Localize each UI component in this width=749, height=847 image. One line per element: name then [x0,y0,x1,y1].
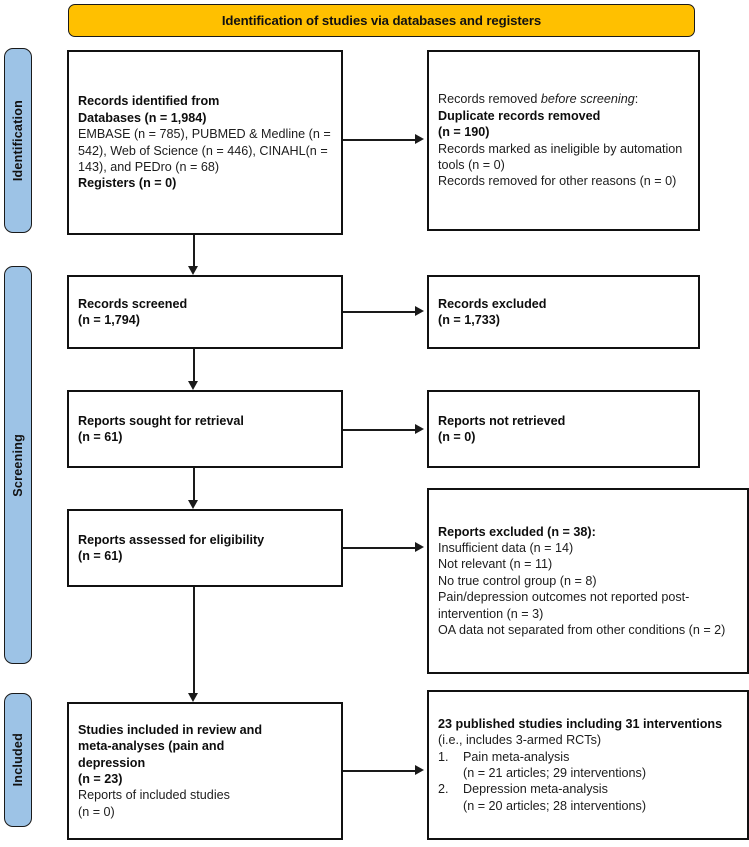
records-identified-detail: EMBASE (n = 785), PUBMED & Medline (n = … [78,127,331,174]
records-excluded-count: (n = 1,733) [438,313,500,327]
list-item-label: Depression meta-analysis [463,782,608,797]
arrowhead-identified-to-screened [188,266,198,275]
box-reports-assessed: Reports assessed for eligibility (n = 61… [67,509,343,587]
records-screened-title: Records screened [78,296,188,311]
diagram-banner: Identification of studies via databases … [68,4,695,37]
studies-included-title-line1: Studies included in review and [78,722,263,737]
reports-sought-count: (n = 61) [78,430,123,444]
box-reports-assessed-content: Reports assessed for eligibility (n = 61… [69,532,341,565]
reports-excluded-reason-1: Insufficient data (n = 14) [438,541,574,556]
records-identified-registers: Registers (n = 0) [78,176,177,191]
records-excluded-title: Records excluded [438,296,547,311]
box-studies-included: Studies included in review and meta-anal… [67,702,343,840]
records-removed-ineligible: Records marked as ineligible by automati… [438,141,683,172]
arrowhead-included-to-published [415,765,424,775]
connector-sought-to-not-retrieved [343,429,417,431]
published-studies-bold-line1: 23 published studies including 31 [438,716,640,731]
reports-not-retrieved-title: Reports not retrieved [438,413,566,428]
box-records-excluded: Records excluded (n = 1,733) [427,275,700,349]
reports-assessed-count: (n = 61) [78,549,123,563]
connector-screened-to-sought [193,349,195,385]
reports-not-retrieved-count: (n = 0) [438,430,476,444]
reports-excluded-reason-4: Pain/depression outcomes not reported po… [438,590,690,621]
reports-excluded-reason-5: OA data not separated from other conditi… [438,622,726,637]
studies-included-title-line2: meta-analyses (pain and [78,739,225,754]
published-studies-headline: 23 published studies including 31 interv… [438,716,738,749]
records-screened-count: (n = 1,794) [78,313,140,327]
reports-excluded-title: Reports excluded (n = 38): [438,524,596,539]
box-published-studies: 23 published studies including 31 interv… [427,690,749,840]
reports-sought-title: Reports sought for retrieval [78,413,244,428]
box-studies-included-content: Studies included in review and meta-anal… [69,722,341,820]
box-reports-sought: Reports sought for retrieval (n = 61) [67,390,343,468]
records-identified-title-line2: Databases (n = 1,984) [78,110,207,125]
box-reports-sought-content: Reports sought for retrieval (n = 61) [69,413,341,446]
list-item-label: Pain meta-analysis [463,749,570,764]
studies-included-reports-line: Reports of included studies [78,788,230,803]
box-reports-excluded: Reports excluded (n = 38): Insufficient … [427,488,749,674]
arrowhead-sought-to-not-retrieved [415,424,424,434]
box-reports-excluded-content: Reports excluded (n = 38): Insufficient … [429,524,747,639]
arrowhead-sought-to-assessed [188,500,198,509]
list-item: 1. Pain meta-analysis (n = 21 articles; … [438,749,738,782]
list-item-number: 1. [438,749,449,764]
box-records-removed: Records removed before screening: Duplic… [427,50,700,231]
connector-identified-to-screened [193,235,195,270]
records-removed-other: Records removed for other reasons (n = 0… [438,174,677,189]
duplicate-records-line2: (n = 190) [438,125,490,140]
records-removed-lead-colon: : [634,92,639,107]
stage-label-identification: Identification [11,99,25,182]
connector-assessed-to-included [193,587,195,697]
reports-excluded-reason-3: No true control group (n = 8) [438,573,597,588]
box-records-identified: Records identified from Databases (n = 1… [67,50,343,235]
list-item-number: 2. [438,782,449,797]
studies-included-count: (n = 23) [78,772,123,786]
box-records-screened: Records screened (n = 1,794) [67,275,343,349]
list-item-detail: (n = 21 articles; 29 interventions) [463,766,647,780]
connector-assessed-to-excluded [343,547,417,549]
published-studies-list: 1. Pain meta-analysis (n = 21 articles; … [438,749,738,814]
connector-screened-to-excluded [343,311,417,313]
stage-bar-identification: Identification [4,48,32,233]
list-item-detail: (n = 20 articles; 28 interventions) [463,798,647,813]
reports-assessed-title: Reports assessed for eligibility [78,532,265,547]
stage-label-screening: Screening [11,433,25,497]
connector-included-to-published [343,770,417,772]
arrowhead-screened-to-sought [188,381,198,390]
banner-title: Identification of studies via databases … [221,13,542,28]
connector-sought-to-assessed [193,468,195,504]
box-published-studies-content: 23 published studies including 31 interv… [429,716,747,814]
records-removed-lead-italic: before screening [540,92,635,107]
published-studies-bold-line2: interventions [643,716,723,731]
duplicate-records-line1: Duplicate records removed [438,108,601,123]
arrowhead-assessed-to-included [188,693,198,702]
box-records-removed-content: Records removed before screening: Duplic… [429,91,698,189]
arrowhead-identified-to-removed [415,134,424,144]
stage-bar-screening: Screening [4,266,32,664]
published-studies-normal-tail: (i.e., includes 3-armed RCTs) [438,733,602,748]
studies-included-reports-count: (n = 0) [78,804,115,819]
box-records-excluded-content: Records excluded (n = 1,733) [429,296,698,329]
arrowhead-assessed-to-excluded [415,542,424,552]
records-removed-lead: Records removed before screening: [438,91,689,107]
stage-label-included: Included [11,733,25,787]
studies-included-title-line3: depression [78,755,146,770]
list-item: 2. Depression meta-analysis (n = 20 arti… [438,781,738,814]
box-reports-not-retrieved: Reports not retrieved (n = 0) [427,390,700,468]
reports-excluded-reason-2: Not relevant (n = 11) [438,557,553,572]
records-removed-lead-normal: Records removed [438,92,541,107]
records-identified-title-line1: Records identified from [78,94,220,109]
box-reports-not-retrieved-content: Reports not retrieved (n = 0) [429,413,698,446]
connector-identified-to-removed [343,139,417,141]
box-records-identified-content: Records identified from Databases (n = 1… [69,93,341,191]
arrowhead-screened-to-excluded [415,306,424,316]
stage-bar-included: Included [4,693,32,827]
box-records-screened-content: Records screened (n = 1,794) [69,296,341,329]
